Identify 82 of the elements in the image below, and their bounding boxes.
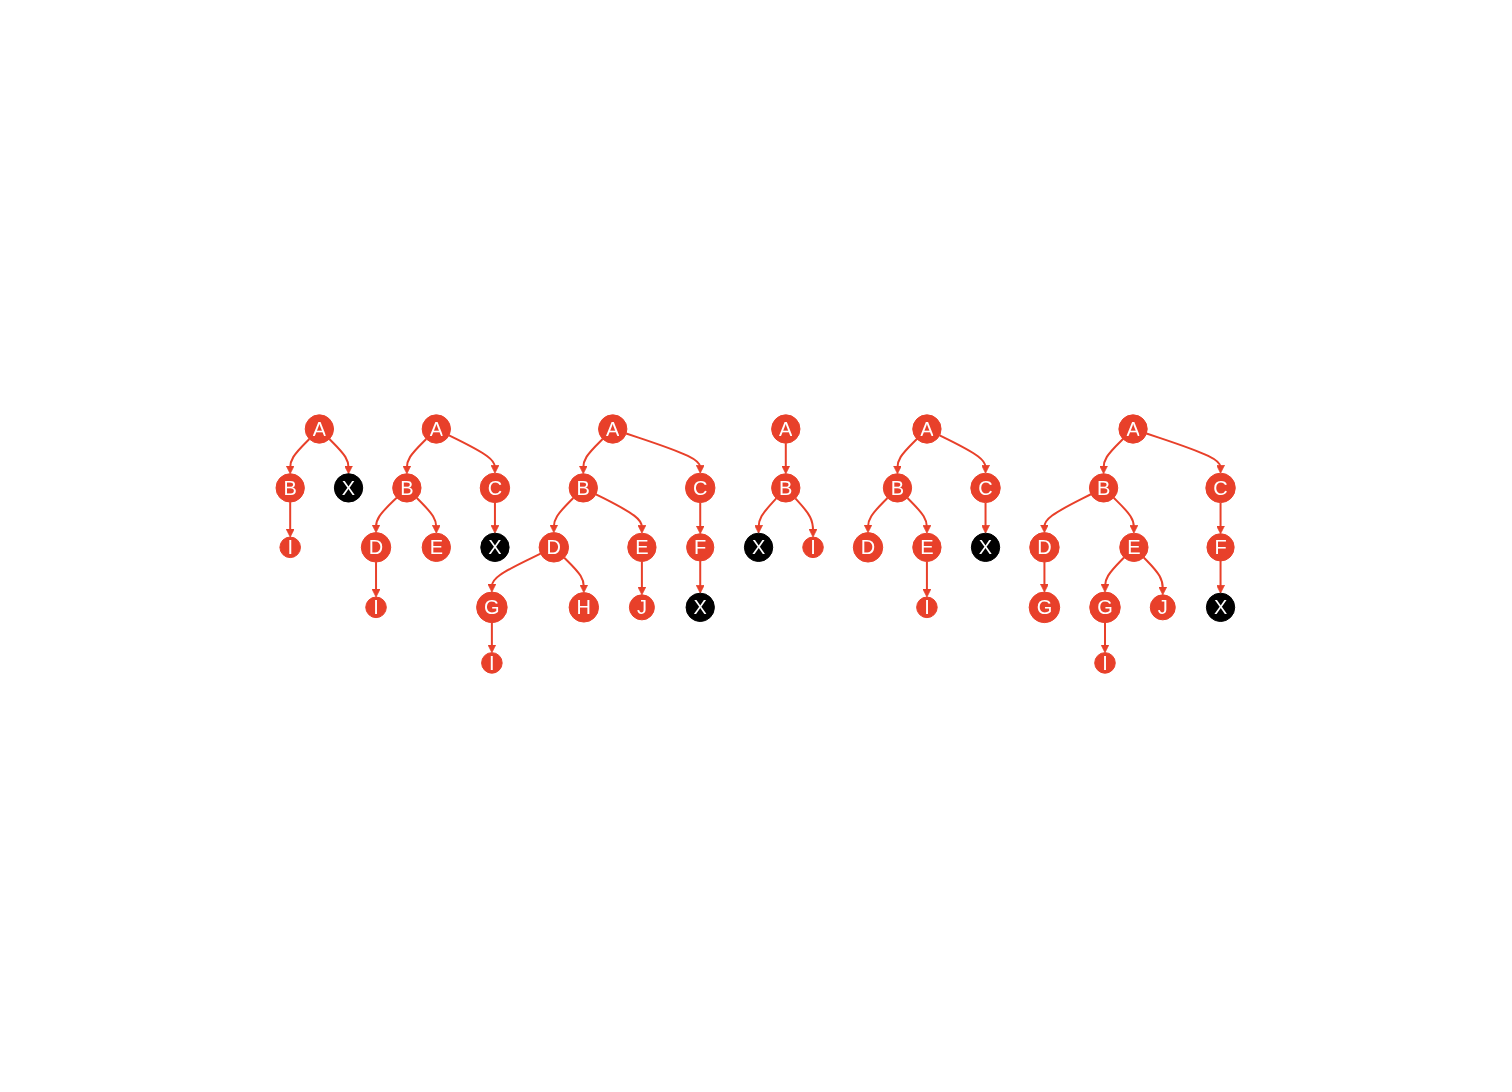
node-circle: H [568,592,600,623]
arrow [595,493,647,534]
node-circle: X [685,592,716,623]
arrow [625,432,705,474]
node-circle: X [744,532,774,563]
node-circle: B [392,473,422,503]
node-circle: B [275,473,306,503]
arrow [490,501,500,534]
node-circle: I [916,596,939,619]
node-circle: C [970,472,1002,504]
arrow [1216,560,1226,594]
node-circle: J [1150,594,1177,621]
node-circle: B [568,473,599,503]
node-circle: X [971,532,1001,563]
arrow [1113,496,1139,534]
arrow [487,621,497,654]
arrow [549,497,575,534]
node-circle: B [883,473,913,503]
arrow [487,552,542,593]
arrow [416,497,442,534]
node-circle: A [422,414,452,444]
node-circle: D [538,532,570,563]
arrow [579,438,604,475]
arrow [1040,493,1093,534]
node-circle: C [1205,472,1237,504]
node-circle: E [627,532,657,563]
node-circle: X [1206,592,1236,623]
node-circle: F [1206,533,1235,562]
node-circle: C [685,472,716,504]
node-circle: E [1119,532,1149,563]
node-circle: G [1089,591,1122,624]
node-circle: A [598,414,628,444]
node-circle: F [686,533,715,562]
node-circle: I [279,536,302,559]
arrow [754,497,778,534]
node-circle: A [305,414,335,444]
arrow [372,561,381,598]
node-circle: I [1094,652,1117,674]
arrow [286,501,295,538]
arrow [402,438,428,475]
arrow [1040,561,1050,593]
node-circle: A [1118,414,1149,444]
arrow [1143,556,1168,596]
node-circle: D [1029,532,1060,563]
arrow [372,496,398,534]
node-circle: A [771,414,801,444]
arrow [637,560,647,596]
node-circle: C [480,472,511,504]
arrow [863,497,889,534]
arrow [696,501,705,535]
arrow [448,434,500,474]
arrow [1100,621,1110,654]
arrow [781,442,791,475]
node-circle: D [361,532,392,563]
arrow [922,560,932,598]
node-circle: X [334,473,364,503]
node-circle: E [422,532,452,563]
arrow [981,501,991,534]
node-circle: D [853,532,884,563]
arrow [794,497,818,538]
node-circle: I [481,652,503,674]
node-circle: G [476,591,508,624]
node-circle: X [480,532,510,563]
arrow [938,434,991,474]
arrow [328,438,354,475]
arrow [1145,432,1226,474]
arrow [696,560,705,594]
node-circle: B [1089,473,1119,503]
node-circle: A [912,414,942,444]
arrow [1100,556,1126,593]
node-circle: E [912,532,942,563]
node-circle: J [629,594,656,621]
arrow [1216,501,1226,535]
arrow [1099,438,1125,475]
node-circle: I [802,536,825,559]
node-circle: G [1029,591,1061,624]
arrow [563,556,589,594]
node-circle: B [771,473,801,503]
arrow [286,438,311,475]
arrow [906,497,932,534]
arrow [893,438,919,475]
node-circle: I [365,596,388,619]
